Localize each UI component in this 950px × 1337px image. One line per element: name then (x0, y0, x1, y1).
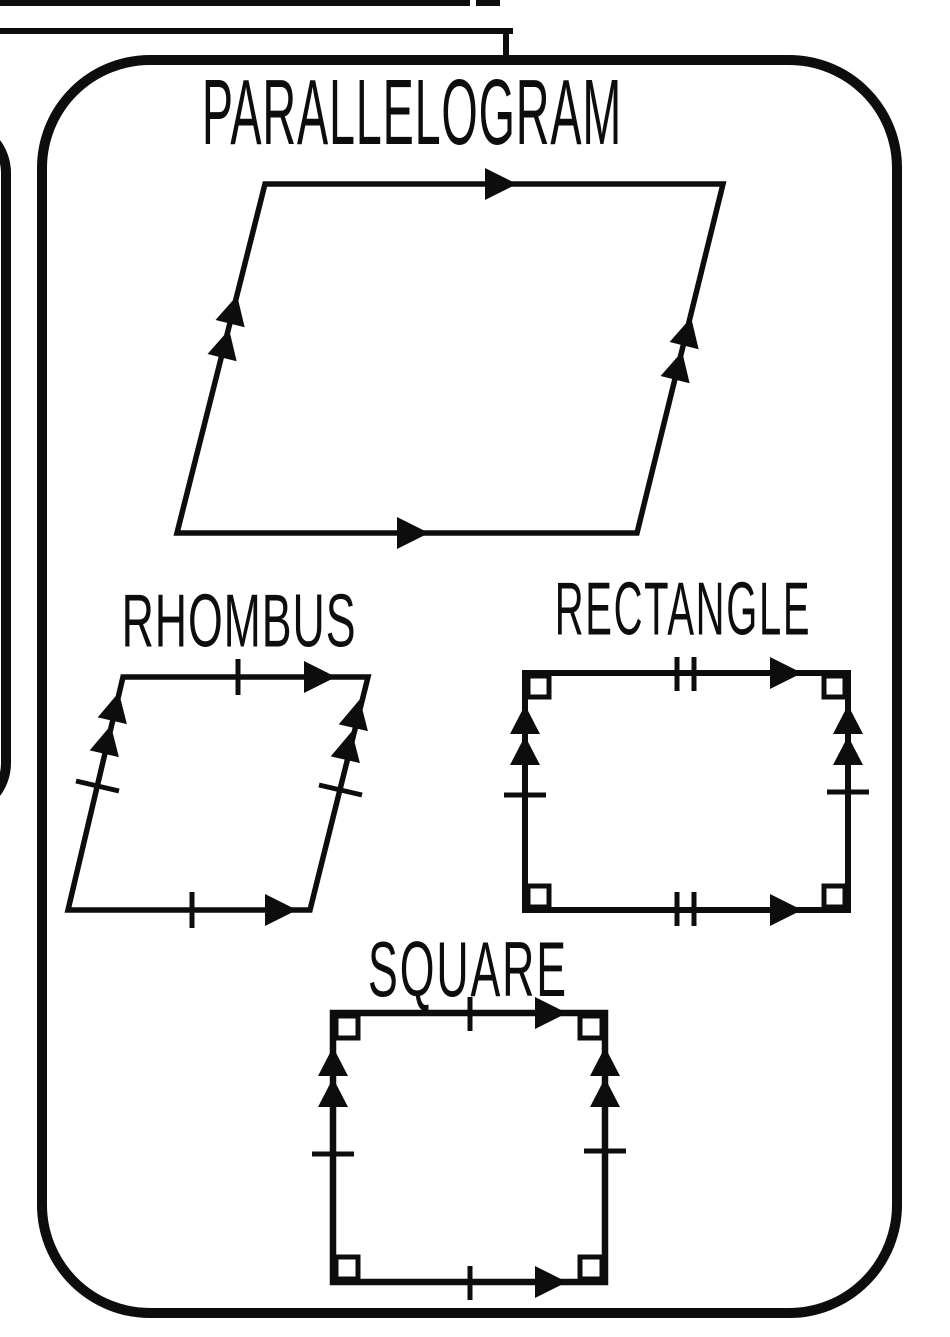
parallelogram-family-box (37, 55, 902, 1318)
parallel-arrow-left-1 (510, 705, 540, 734)
parallel-arrow-left-1 (215, 295, 245, 328)
square-outline (329, 1009, 609, 1286)
rectangle-figure (504, 657, 869, 926)
right-angle-mark-tl (525, 673, 552, 700)
parallel-arrow-right-2 (330, 731, 360, 764)
tree-connector-lines (0, 0, 513, 60)
parallelogram-figure (173, 168, 727, 549)
right-angle-mark-bl (525, 883, 552, 910)
rectangle-outline (522, 670, 851, 913)
parallel-arrow-left-2 (207, 329, 237, 362)
parallel-arrow-right-2 (590, 1078, 620, 1107)
tick-left (75, 778, 120, 794)
parallel-arrow-top (535, 997, 567, 1029)
parallel-arrow-top (304, 661, 336, 693)
parallel-arrow-right-1 (833, 705, 863, 734)
right-angle-mark-tr (821, 673, 848, 700)
rhombus-outline (64, 674, 372, 913)
tick-right (318, 782, 363, 798)
parallel-arrow-right-1 (338, 699, 368, 732)
parallel-arrow-left-2 (318, 1078, 348, 1107)
parallel-arrow-right-2 (833, 736, 863, 765)
parallel-arrow-top (485, 168, 517, 200)
parallel-arrow-left-2 (89, 725, 119, 758)
right-angle-mark-br (821, 883, 848, 910)
parallel-arrow-bottom (535, 1266, 567, 1298)
sibling-box-partial (0, 140, 11, 796)
rhombus-title: RHOMBUS (121, 577, 357, 663)
parallel-arrow-right-1 (590, 1047, 620, 1076)
square-figure (312, 997, 626, 1300)
right-angle-mark-br (577, 1254, 605, 1282)
parallel-arrow-right-1 (669, 317, 699, 350)
rectangle-title: RECTANGLE (554, 565, 812, 651)
parallel-arrow-top (770, 657, 802, 689)
parallel-arrow-left-1 (318, 1047, 348, 1076)
parallel-arrow-bottom (397, 517, 429, 549)
parallel-arrow-right-2 (660, 351, 690, 384)
parallelogram-outline (173, 181, 727, 536)
parallel-arrow-bottom (770, 894, 802, 926)
parallel-arrow-bottom (265, 894, 297, 926)
right-angle-mark-bl (333, 1254, 361, 1282)
right-angle-mark-tl (333, 1013, 361, 1041)
square-title: SQUARE (368, 925, 568, 1013)
parallel-arrow-left-2 (510, 736, 540, 765)
right-angle-mark-tr (577, 1013, 605, 1041)
parallel-arrow-left-1 (97, 692, 127, 725)
rhombus-figure (64, 659, 372, 928)
parallelogram-box-title: PARALLELOGRAM (201, 61, 623, 165)
